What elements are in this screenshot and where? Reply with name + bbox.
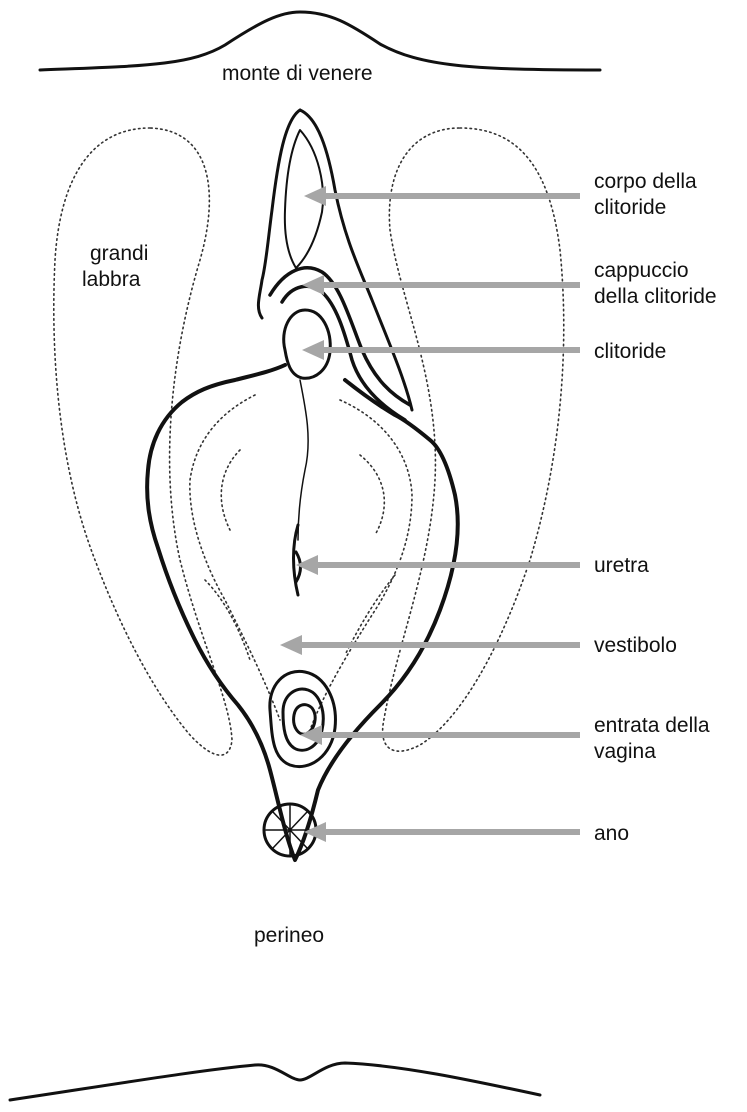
arrow-clitoral-hood-head	[302, 275, 324, 295]
label-vaginal-opening-line2: vagina	[594, 740, 656, 764]
label-clitoris: clitoride	[594, 340, 666, 364]
label-perineum: perineo	[254, 924, 324, 948]
vaginal-opening	[270, 671, 336, 766]
label-vestibule: vestibolo	[594, 634, 677, 658]
arrow-clitoral-body-head	[304, 186, 326, 206]
label-labia-major-line2: labbra	[82, 268, 140, 292]
label-clitoral-body-line1: corpo della	[594, 170, 697, 194]
labia-minora-inner-left	[190, 395, 280, 720]
vestibule-inner-lines	[205, 450, 395, 660]
arrow-vestibule-head	[280, 635, 302, 655]
label-clitoral-hood-line1: cappuccio	[594, 259, 689, 283]
label-clitoral-hood-line2: della clitoride	[594, 285, 717, 309]
label-mons: monte di venere	[222, 62, 373, 86]
label-clitoral-body-line2: clitoride	[594, 196, 666, 220]
pointer-arrows	[280, 186, 580, 842]
label-labia-major-line1: grandi	[90, 242, 148, 266]
buttocks-outline	[10, 1063, 540, 1100]
vestibule-midline	[298, 380, 308, 540]
label-anus: ano	[594, 822, 629, 846]
arrow-clitoris-head	[302, 340, 324, 360]
anus-folds	[266, 806, 314, 854]
label-urethra: uretra	[594, 554, 649, 578]
labia-majora-right	[383, 128, 564, 751]
urethra-mark	[294, 525, 301, 595]
label-vaginal-opening-line1: entrata della	[594, 714, 710, 738]
